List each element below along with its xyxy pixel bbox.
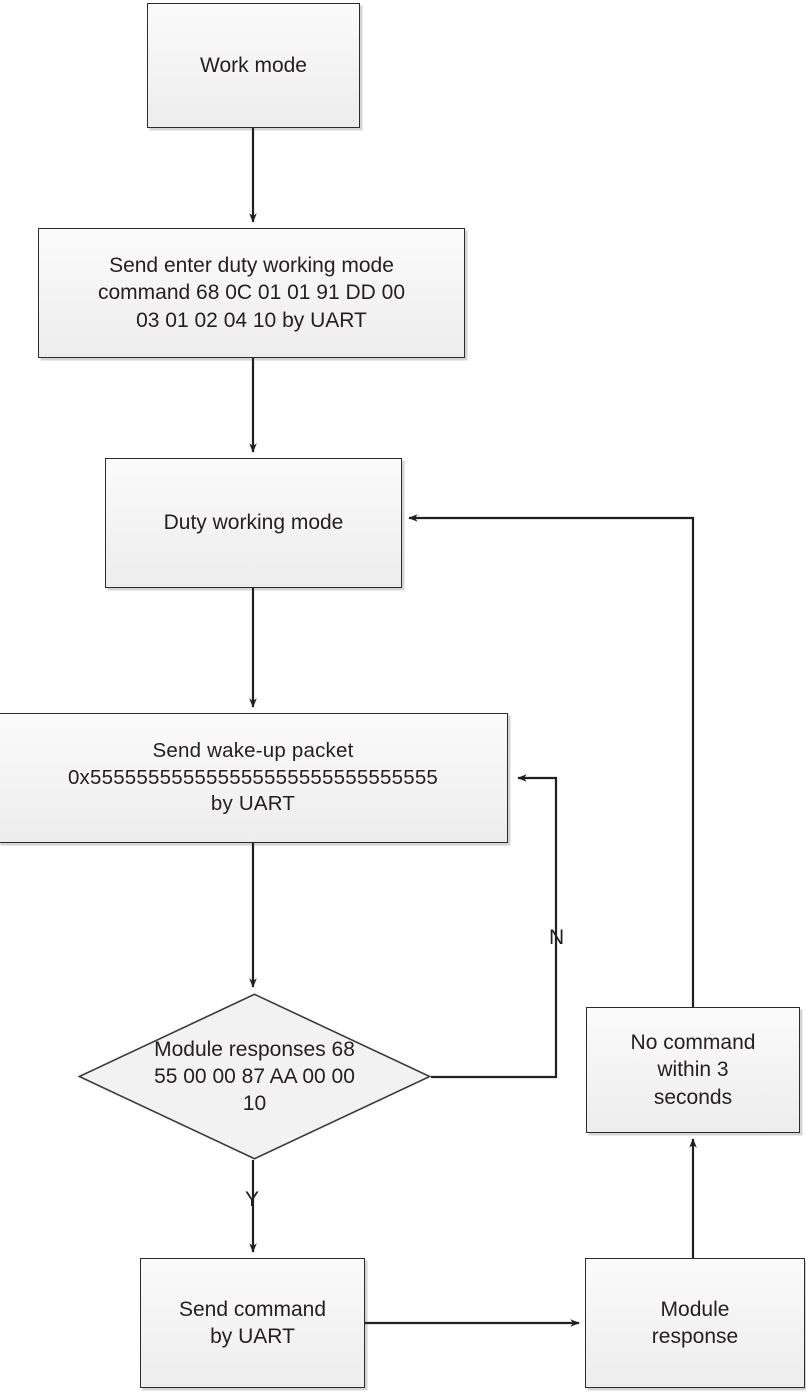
edge-label-yes: Y [245, 1188, 260, 1211]
node-send-enter-duty-command[interactable]: Send enter duty working mode command 68 … [38, 228, 465, 358]
node-send-wakeup-packet[interactable]: Send wake-up packet 0x555555555555555555… [0, 713, 508, 843]
node-module-responses-decision[interactable]: Module responses 68 55 00 00 87 AA 00 00… [78, 993, 431, 1160]
node-duty-working-mode[interactable]: Duty working mode [105, 458, 402, 588]
node-send-command-by-uart[interactable]: Send command by UART [140, 1258, 365, 1388]
node-no-command-within-3-seconds-label: No command within 3 seconds [630, 1031, 756, 1109]
decision-diamond-shape [78, 993, 431, 1160]
node-module-response-label: Module response [651, 1297, 739, 1348]
node-work-mode-label: Work mode [200, 53, 307, 77]
edge-label-no: N [549, 926, 565, 949]
node-module-responses-decision-label: Module responses 68 55 00 00 87 AA 00 00… [154, 1037, 355, 1116]
node-send-command-by-uart-label: Send command by UART [178, 1297, 327, 1348]
node-module-response[interactable]: Module response [585, 1258, 805, 1388]
node-send-enter-duty-command-label: Send enter duty working mode command 68 … [97, 254, 405, 332]
node-send-wakeup-packet-label: Send wake-up packet 0x555555555555555555… [67, 739, 439, 816]
node-duty-working-mode-label: Duty working mode [163, 511, 344, 535]
node-work-mode[interactable]: Work mode [147, 3, 360, 128]
node-no-command-within-3-seconds[interactable]: No command within 3 seconds [586, 1007, 800, 1133]
